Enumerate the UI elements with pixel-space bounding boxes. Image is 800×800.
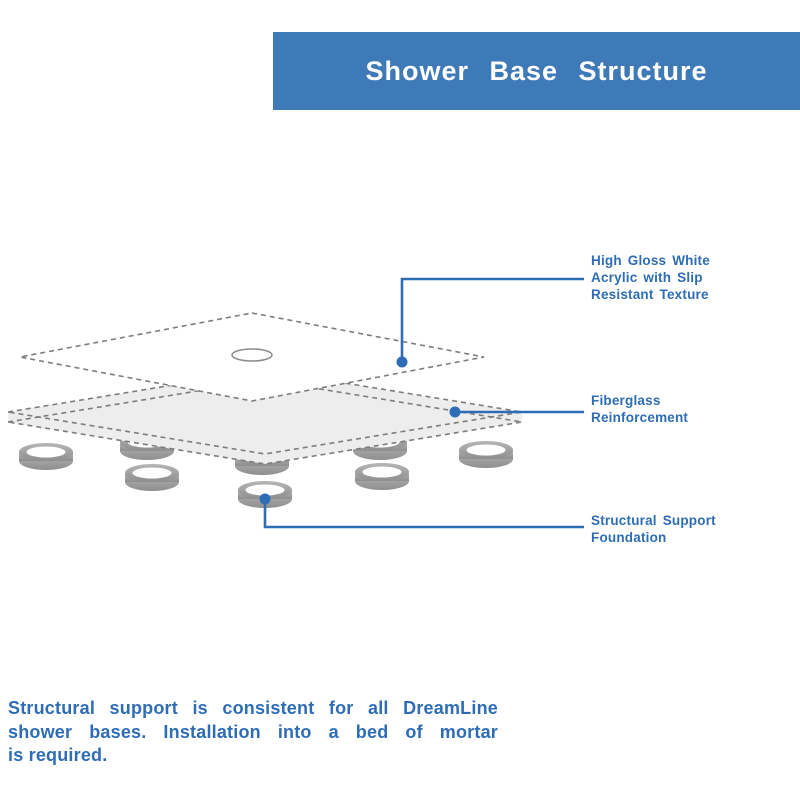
footnote-line: shower bases. Installation into a bed of…	[8, 721, 498, 742]
leader-line-foundation	[263, 499, 584, 529]
support-ring	[355, 463, 409, 490]
title-banner: Shower Base Structure	[273, 32, 800, 110]
leader-line-acrylic	[400, 277, 584, 362]
label-fiberglass-layer: Fiberglass Reinforcement	[591, 392, 688, 426]
label-line: Structural Support	[591, 513, 716, 528]
page-title: Shower Base Structure	[365, 55, 708, 86]
drain-ellipse	[231, 348, 273, 362]
leader-dot-fiberglass	[449, 406, 461, 418]
label-line: High Gloss White	[591, 253, 710, 268]
label-support-foundation: Structural Support Foundation	[591, 512, 716, 546]
label-line: Resistant Texture	[591, 287, 709, 302]
label-acrylic-layer: High Gloss White Acrylic with Slip Resis…	[591, 252, 710, 303]
label-line: Reinforcement	[591, 410, 689, 425]
label-line: Acrylic with Slip	[591, 270, 703, 285]
leader-dot-foundation	[259, 493, 271, 505]
leader-dot-acrylic	[396, 356, 408, 368]
label-line: Foundation	[591, 530, 667, 545]
support-ring	[125, 464, 179, 491]
support-ring	[459, 441, 513, 468]
acrylic-top-layer	[19, 312, 485, 402]
footnote-line: Structural support is consistent for all…	[8, 698, 498, 718]
footnote-text: Structural support is consistent for all…	[8, 697, 498, 768]
shower-base-diagram	[7, 277, 584, 529]
support-ring	[19, 443, 73, 470]
label-line: Fiberglass	[591, 393, 661, 408]
footnote-line: is required.	[8, 745, 108, 765]
